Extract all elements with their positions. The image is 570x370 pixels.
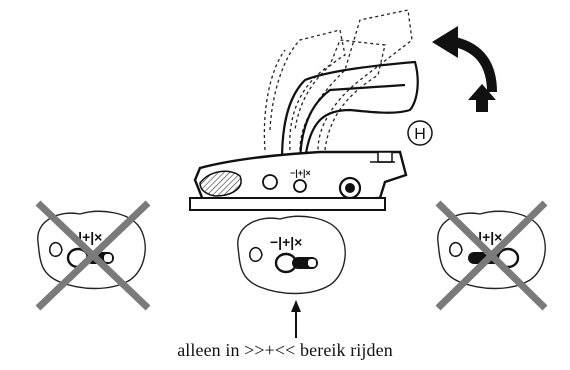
- handbrake-symbol: H: [407, 120, 433, 146]
- curved-arrow-icon: [453, 37, 497, 93]
- lever-ghost-positions: [263, 9, 413, 151]
- up-arrow-icon: [468, 84, 496, 112]
- handbrake-letter: H: [414, 126, 426, 143]
- indicator-center: −|+|×: [237, 215, 346, 295]
- coupling-body: −|+|×: [189, 150, 408, 211]
- body-indicator-label: −|+|×: [290, 168, 311, 178]
- center-scale: −|+|×: [270, 234, 302, 250]
- curved-arrow-head-icon: [432, 26, 458, 58]
- cross-mark-right: [435, 200, 548, 311]
- cross-mark-left: [35, 200, 151, 311]
- lift-direction-arrows: [432, 26, 497, 112]
- caption-text: alleen in >>+<< bereik rijden: [177, 340, 393, 360]
- pointer-arrow-icon: [291, 300, 301, 338]
- lever-handle: [280, 60, 419, 166]
